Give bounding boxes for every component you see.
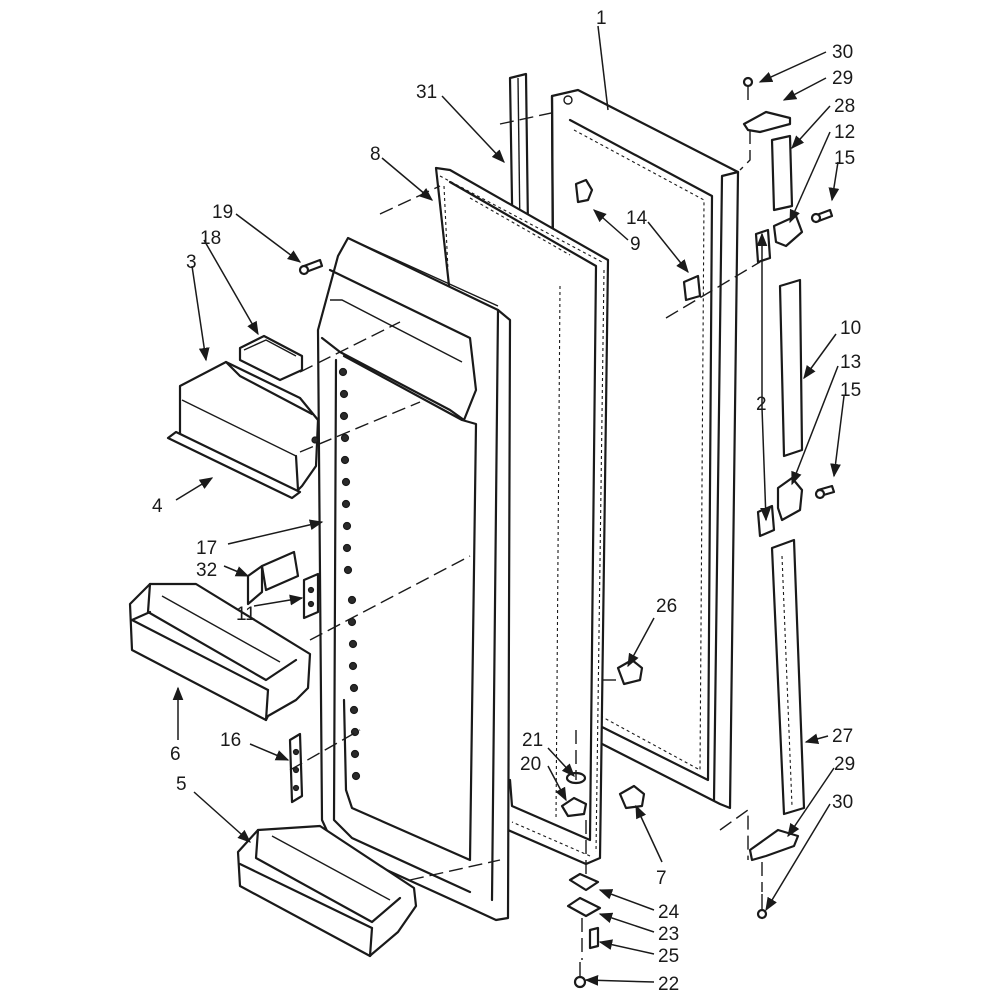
callout-15-middle: 15: [840, 380, 861, 401]
screw-30-bottom: [756, 894, 768, 920]
plate-23: [566, 896, 602, 918]
callout-29-bottom: 29: [834, 754, 855, 775]
callout-2: 2: [756, 394, 767, 415]
screw-22: [573, 962, 587, 989]
hinge-12: [772, 214, 804, 248]
trim-27: [770, 538, 806, 816]
screw-15-middle: [814, 484, 836, 500]
screw-19: [298, 258, 324, 276]
part-20: [560, 796, 588, 818]
plate-24: [568, 872, 600, 892]
callout-12: 12: [834, 122, 855, 143]
door-bin-small: [236, 824, 418, 958]
callout-5: 5: [176, 774, 187, 795]
inner-door-liner: [316, 236, 512, 922]
part-14: [682, 274, 702, 302]
bracket-11: [302, 572, 320, 620]
door-bin-large: [128, 582, 312, 722]
callout-22: 22: [658, 974, 679, 995]
small-cover: [238, 334, 304, 382]
callout-18: 18: [200, 228, 221, 249]
callout-30-bottom: 30: [832, 792, 853, 813]
hinge-cover-bottom: [748, 828, 800, 862]
assembly-lines: [289, 111, 763, 960]
callout-13: 13: [840, 352, 861, 373]
callout-25: 25: [658, 946, 679, 967]
callout-21: 21: [522, 730, 543, 751]
callout-11: 11: [236, 604, 256, 625]
callout-32: 32: [196, 560, 217, 581]
callout-28: 28: [834, 96, 855, 117]
trim-28: [770, 134, 794, 212]
callout-8: 8: [370, 144, 381, 165]
part-7: [618, 784, 646, 810]
hinge-cover-top: [742, 110, 792, 134]
hinge-plate-top: [754, 228, 772, 264]
callout-9: 9: [630, 234, 641, 255]
leader-lines: [172, 25, 845, 986]
callout-7: 7: [656, 868, 667, 889]
callout-27: 27: [832, 726, 853, 747]
callout-10: 10: [840, 318, 861, 339]
part-9: [574, 178, 594, 204]
dairy-door-bar: [166, 430, 302, 500]
callout-15-top: 15: [834, 148, 855, 169]
callout-19: 19: [212, 202, 233, 223]
callout-31: 31: [416, 82, 437, 103]
screw-30-top: [742, 76, 754, 100]
callout-23: 23: [658, 924, 679, 945]
callout-16: 16: [220, 730, 241, 751]
callout-20: 20: [520, 754, 541, 775]
callout-3: 3: [186, 252, 197, 273]
bracket-16: [288, 732, 304, 804]
bracket-32: [246, 550, 300, 606]
callout-24: 24: [658, 902, 680, 923]
screw-15-top: [810, 208, 834, 224]
callout-14: 14: [626, 208, 648, 229]
callout-30-top: 30: [832, 42, 853, 63]
callout-17: 17: [196, 538, 217, 559]
hinge-13: [776, 476, 804, 522]
callout-1: 1: [596, 8, 607, 29]
callout-6: 6: [170, 744, 181, 765]
screw-25: [588, 926, 600, 950]
callout-29-top: 29: [832, 68, 853, 89]
callout-4: 4: [152, 496, 163, 517]
callout-26: 26: [656, 596, 677, 617]
liner-holes: [338, 367, 361, 781]
trim-10: [778, 278, 804, 458]
callout-labels: 1 30 29 28 12 15 31 8 19 18 3 9 14 10 13…: [152, 8, 861, 995]
